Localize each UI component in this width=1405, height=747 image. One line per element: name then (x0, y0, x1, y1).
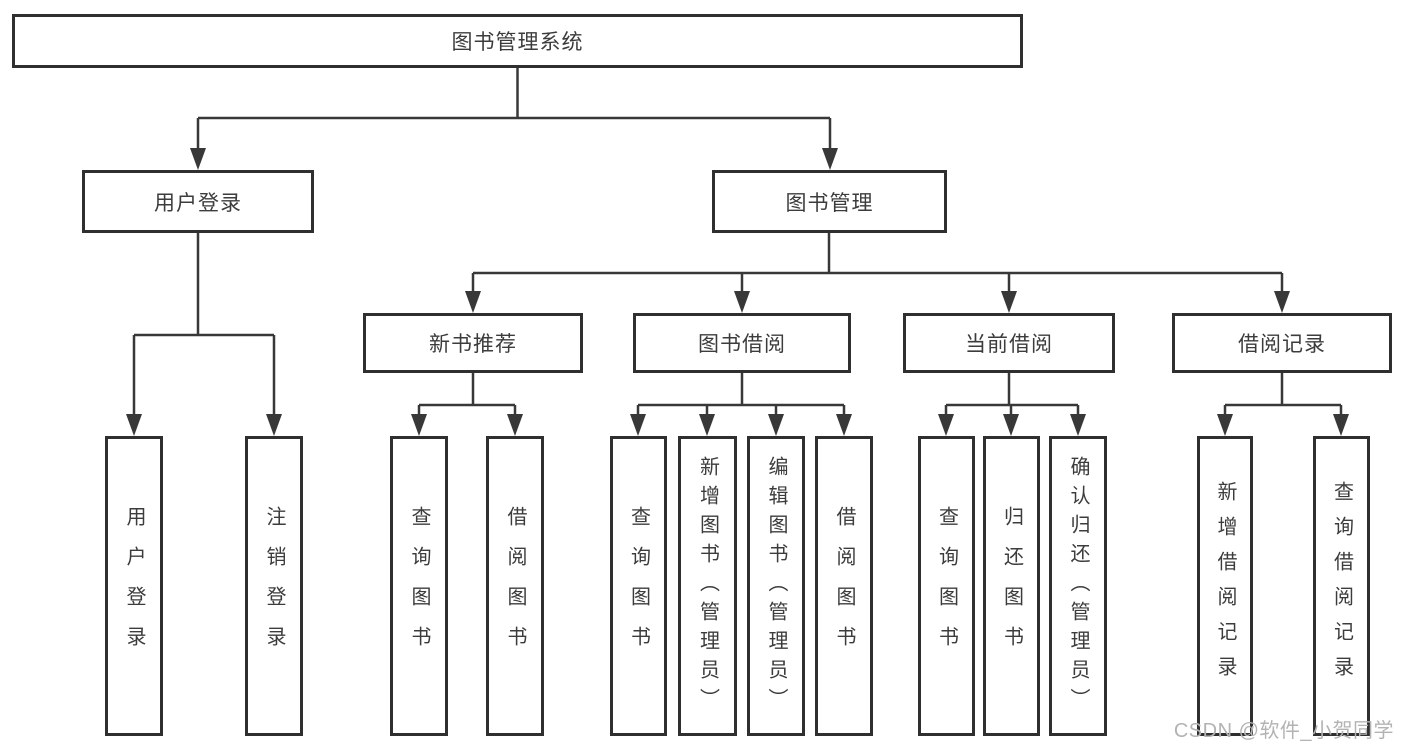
leaf-label: 查询图书 (627, 506, 650, 666)
edge-root-to-level2 (190, 68, 838, 170)
leaf-edit-books-admin: 编辑图书（管理员） (747, 436, 805, 736)
leaf-query-books-current: 查询图书 (918, 436, 975, 736)
leaf-label: 确认归还（管理员） (1067, 455, 1089, 717)
edge-current-borrow-to-leaves (938, 373, 1086, 436)
leaf-borrow-books-recommend: 借阅图书 (486, 436, 544, 736)
leaf-label: 新增借阅记录 (1214, 481, 1236, 691)
node-user-login: 用户登录 (82, 170, 314, 233)
edge-book-management-to-level3 (465, 233, 1290, 313)
leaf-add-borrow-record: 新增借阅记录 (1197, 436, 1253, 736)
edge-borrow-records-to-leaves (1217, 373, 1349, 436)
node-root-library-management-system: 图书管理系统 (12, 14, 1023, 68)
leaf-query-borrow-record: 查询借阅记录 (1313, 436, 1370, 736)
leaf-label: 编辑图书（管理员） (765, 455, 787, 717)
csdn-watermark: CSDN @软件_小贺同学 (1173, 720, 1394, 742)
node-book-management: 图书管理 (712, 170, 947, 233)
leaf-confirm-return-admin: 确认归还（管理员） (1049, 436, 1107, 736)
edge-new-book-recommend-to-leaves (411, 373, 523, 436)
node-current-borrow: 当前借阅 (903, 313, 1115, 373)
leaf-query-books-borrow: 查询图书 (610, 436, 667, 736)
leaf-label: 查询图书 (935, 506, 958, 666)
node-borrow-records: 借阅记录 (1172, 313, 1392, 373)
leaf-borrow-books: 借阅图书 (815, 436, 873, 736)
leaf-user-login: 用户登录 (105, 436, 163, 736)
leaf-label: 新增图书（管理员） (696, 455, 719, 717)
node-book-borrow: 图书借阅 (633, 313, 851, 373)
edge-user-login-to-leaves (126, 233, 282, 436)
leaf-label: 用户登录 (123, 506, 145, 666)
leaf-logout: 注销登录 (245, 436, 303, 736)
leaf-return-books: 归还图书 (983, 436, 1040, 736)
leaf-label: 借阅图书 (833, 506, 855, 666)
leaf-query-books-recommend: 查询图书 (390, 436, 448, 736)
leaf-label: 查询图书 (408, 506, 430, 666)
node-new-book-recommend: 新书推荐 (363, 313, 583, 373)
leaf-label: 查询借阅记录 (1330, 481, 1353, 691)
leaf-label: 借阅图书 (504, 506, 526, 666)
leaf-label: 注销登录 (263, 506, 285, 666)
leaf-add-books-admin: 新增图书（管理员） (678, 436, 737, 736)
edge-book-borrow-to-leaves (630, 373, 852, 436)
leaf-label: 归还图书 (1000, 506, 1023, 666)
